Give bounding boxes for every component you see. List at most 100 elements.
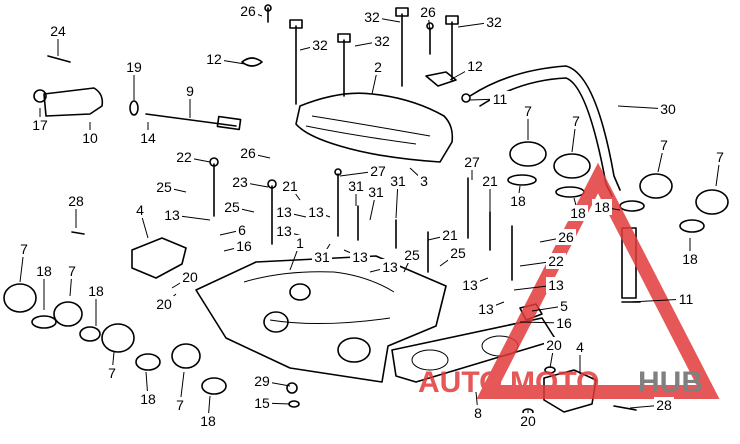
- part-callout-l31b: 31: [390, 173, 406, 189]
- part-callout-l32b: 32: [486, 14, 502, 30]
- label-bg-l7f: [66, 263, 78, 279]
- part-callout-l13a: 13: [164, 207, 180, 223]
- watermark-text-auto: AUTO: [418, 366, 502, 399]
- part-callout-l32d: 32: [374, 33, 390, 49]
- part-callout-l3: 3: [420, 173, 428, 189]
- rocker-bracket-right: [543, 369, 597, 413]
- oring-19: [129, 100, 139, 116]
- label-bg-l17: [30, 117, 50, 133]
- label-bg-l13d: [274, 223, 294, 239]
- label-bg-l21c: [440, 227, 460, 243]
- label-bg-l7d: [714, 149, 726, 165]
- part-callout-l26d: 26: [558, 229, 574, 245]
- label-bg-l27a: [462, 154, 482, 170]
- plugs-right: [507, 141, 729, 233]
- label-bg-l13e: [350, 249, 370, 265]
- clip-12b: [425, 71, 457, 87]
- cylinder-head-cover: [295, 92, 454, 163]
- tach-housing: [43, 87, 104, 117]
- part-callout-l24: 24: [50, 23, 66, 39]
- label-bg-l18g: [138, 391, 158, 407]
- label-bg-l13f: [380, 259, 400, 275]
- part-callout-l18h: 18: [200, 413, 216, 429]
- label-bg-l22a: [174, 149, 194, 165]
- part-callout-l21c: 21: [442, 227, 458, 243]
- part-callout-l20d: 20: [520, 413, 536, 429]
- part-callout-l13d: 13: [276, 223, 292, 239]
- label-bg-l7c: [658, 137, 670, 153]
- label-bg-l15: [252, 395, 272, 411]
- tach-gear-shaft: [145, 113, 237, 127]
- label-bg-l25a: [154, 179, 174, 195]
- label-bg-l7g: [106, 365, 118, 381]
- part-callout-l16b: 16: [556, 315, 572, 331]
- label-bg-l16a: [234, 238, 254, 254]
- watermark-text-hub: HUB: [638, 366, 703, 399]
- label-bg-l21b: [480, 173, 500, 189]
- label-bg-l7h: [174, 397, 186, 413]
- part-callout-l25a: 25: [156, 179, 172, 195]
- label-bg-l16b: [554, 315, 574, 331]
- label-bg-l13h: [546, 277, 566, 293]
- label-bg-l19: [124, 59, 144, 75]
- part-callout-l18g: 18: [140, 391, 156, 407]
- label-bg-l21a: [280, 178, 300, 194]
- part-callout-l19: 19: [126, 59, 142, 75]
- label-bg-l7e: [18, 241, 30, 257]
- part-callout-l11b: 11: [679, 291, 694, 307]
- part-callout-l27a: 27: [464, 154, 480, 170]
- part-callout-l21b: 21: [482, 173, 498, 189]
- label-bg-l18c: [592, 199, 612, 215]
- label-bg-l25b: [222, 199, 242, 215]
- label-bg-l31c: [366, 184, 386, 200]
- part-callout-l4a: 4: [136, 202, 144, 218]
- part-callout-l7b: 7: [572, 113, 580, 129]
- part-callout-l32a: 32: [364, 9, 380, 25]
- part-callout-l18e: 18: [36, 263, 52, 279]
- label-bg-l26d: [556, 229, 576, 245]
- part-callout-l13f: 13: [382, 259, 398, 275]
- label-bg-l26c: [238, 145, 258, 161]
- part-callout-l7f: 7: [68, 263, 76, 279]
- part-callout-l30: 30: [660, 101, 676, 117]
- label-bg-l26a: [238, 3, 258, 19]
- part-callout-l21a: 21: [282, 178, 298, 194]
- label-bg-l26b: [418, 4, 438, 20]
- label-bg-l20b: [154, 296, 174, 312]
- part-callout-l25c: 25: [404, 247, 420, 263]
- label-bg-l12b: [465, 58, 485, 74]
- part-callout-l9: 9: [186, 83, 194, 99]
- label-bg-l14: [138, 130, 158, 146]
- label-bg-l12a: [204, 51, 224, 67]
- label-bg-l7a: [522, 103, 534, 119]
- part-callout-l1: 1: [296, 235, 304, 251]
- dowel-29: [286, 382, 298, 394]
- part-callout-l7a: 7: [524, 103, 532, 119]
- part-callout-l5: 5: [560, 298, 568, 314]
- label-bg-l1: [294, 235, 306, 251]
- label-bg-l7b: [570, 113, 582, 129]
- watermark-text-moto: MOTO: [510, 366, 599, 399]
- part-callout-l28a: 28: [68, 193, 84, 209]
- part-callout-l7d: 7: [716, 149, 724, 165]
- label-bg-l3: [418, 173, 430, 189]
- label-bg-l32d: [372, 33, 392, 49]
- label-bg-l29: [252, 373, 272, 389]
- part-callout-l13h: 13: [548, 277, 564, 293]
- part-callout-l7e: 7: [20, 241, 28, 257]
- part-callout-l2: 2: [374, 59, 382, 75]
- part-callout-l6: 6: [238, 222, 246, 238]
- part-callout-l7c: 7: [660, 137, 668, 153]
- label-bg-l32c: [310, 37, 330, 53]
- label-bg-l24: [48, 23, 68, 39]
- part-callout-l18a: 18: [510, 193, 526, 209]
- part-callout-l15: 15: [254, 395, 270, 411]
- part-callout-l22b: 22: [548, 253, 564, 269]
- label-bg-l25d: [448, 245, 468, 261]
- label-bg-l10: [80, 130, 100, 146]
- label-bg-l6: [236, 222, 248, 238]
- label-bg-l25c: [402, 247, 422, 263]
- label-bg-l32a: [362, 9, 382, 25]
- part-callout-l7g: 7: [108, 365, 116, 381]
